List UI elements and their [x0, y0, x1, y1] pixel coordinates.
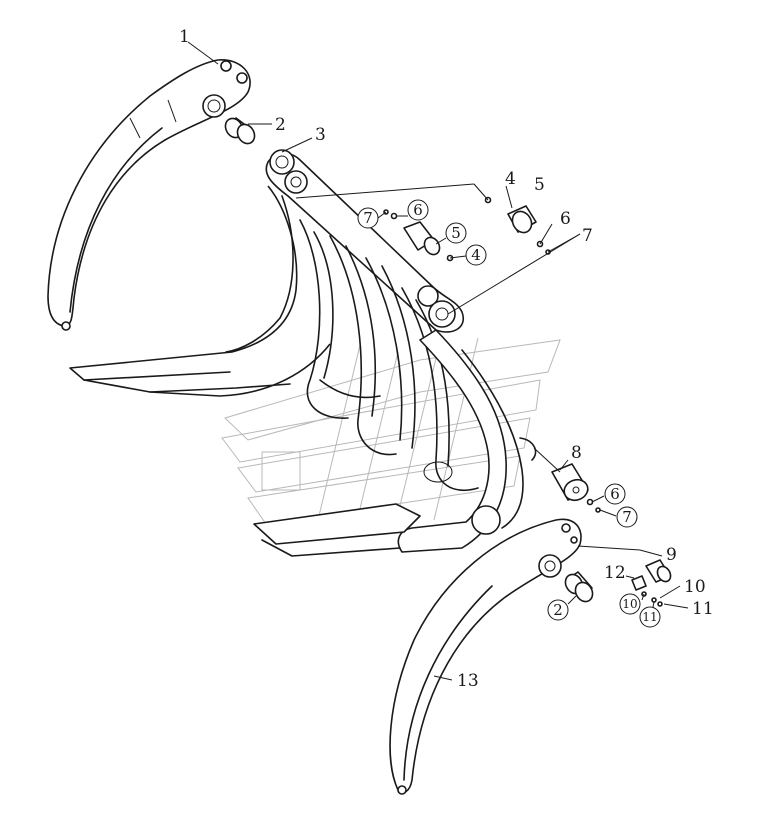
callout-7: 7: [582, 226, 593, 246]
callout-13: 13: [457, 671, 479, 691]
callout-2-circled-lower: 2: [553, 601, 563, 619]
callout-2-upper: 2: [275, 115, 286, 135]
grapple-body: [69, 149, 537, 557]
lower-right-tine: [389, 518, 582, 795]
callout-4: 4: [505, 169, 516, 189]
callout-3: 3: [315, 125, 326, 145]
callout-6-circled-lower: 6: [610, 485, 620, 503]
callout-circle-5-upper: [445, 222, 467, 244]
callout-circle-10-lower: [619, 593, 641, 615]
callout-9: 9: [666, 545, 677, 565]
callout-11-circled: 11: [642, 610, 657, 624]
callout-7-circled-lower: 7: [622, 508, 632, 526]
callout-1: 1: [179, 27, 190, 47]
callout-12: 12: [604, 563, 626, 583]
upper-left-tine: [47, 59, 251, 331]
callout-6: 6: [560, 209, 571, 229]
callout-circle-7-upper: [357, 207, 379, 229]
callout-4-circled-upper: 4: [471, 246, 481, 264]
callout-5-circled-upper: 5: [451, 224, 461, 242]
callout-labels: 1 2 3 4 5 6 7 7 6 5 4 8 6 7 9 12 10 10 1…: [179, 27, 714, 691]
leader-lines: [187, 41, 689, 681]
lower-pin-set: [631, 559, 672, 607]
lower-bushing: [564, 571, 594, 603]
upper-bushing: [224, 117, 256, 145]
callout-circle-7-lower: [616, 506, 638, 528]
callout-circle-6-lower: [604, 483, 626, 505]
callout-circle-2-lower: [547, 599, 569, 621]
callout-10-circled: 10: [622, 597, 637, 611]
callout-8: 8: [571, 443, 582, 463]
callout-circle-11-lower: [639, 606, 661, 628]
callout-circle-6-upper: [407, 199, 429, 221]
callout-7-circled-upper: 7: [363, 209, 373, 227]
callout-circle-4-upper: [465, 244, 487, 266]
mid-pin-assembly: [551, 463, 601, 513]
callout-10: 10: [684, 577, 706, 597]
callout-11: 11: [692, 599, 714, 619]
callout-5: 5: [534, 175, 545, 195]
callout-6-circled-upper: 6: [413, 201, 423, 219]
